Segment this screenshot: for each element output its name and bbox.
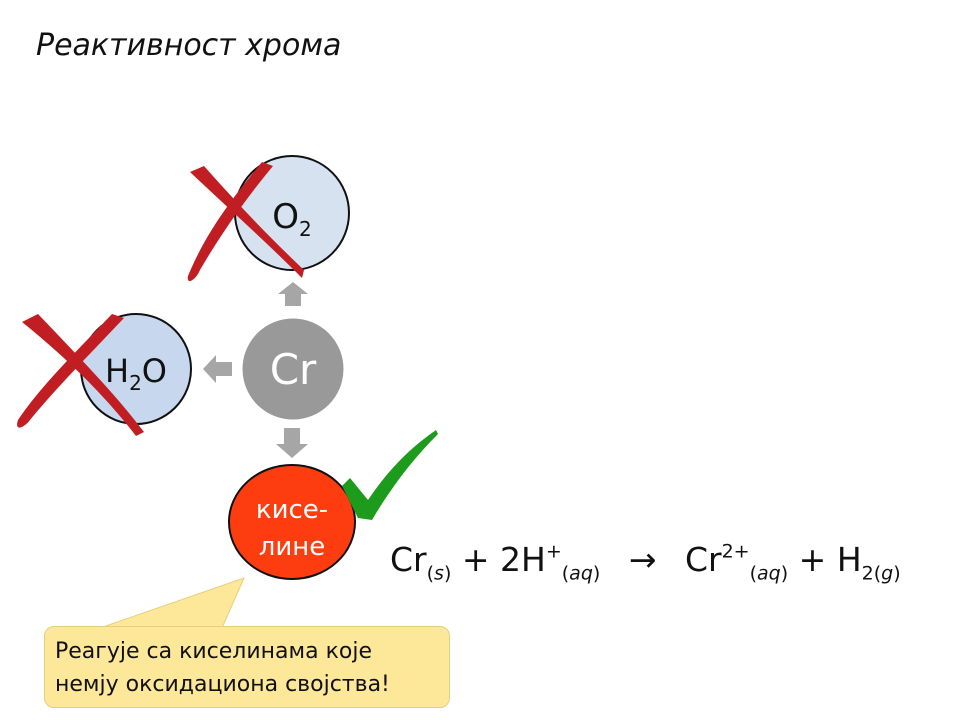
eq-h-charge: + — [545, 540, 562, 563]
eq-product-h: H — [836, 540, 862, 579]
oxygen-node: O2 — [234, 155, 350, 271]
arrow-left — [203, 355, 232, 383]
chromium-node: Cr — [239, 315, 347, 423]
arrow-up — [278, 282, 308, 306]
acids-circle — [228, 464, 356, 580]
eq-reactant-cr: Cr — [390, 540, 427, 579]
eq-reactant-h: 2H — [500, 540, 546, 579]
oxygen-label: O2 — [272, 197, 312, 241]
eq-plus-2: + — [798, 540, 827, 579]
chromium-circle — [239, 315, 347, 423]
chromium-label: Cr — [270, 345, 317, 394]
eq-state-aq-2: aq — [757, 562, 781, 585]
callout-pointer — [99, 577, 245, 629]
eq-state-g: g — [881, 562, 894, 585]
acids-node: кисе- лине — [228, 464, 356, 580]
callout-line2: немју оксидациона својства! — [55, 672, 390, 697]
eq-arrow: → — [628, 540, 657, 579]
water-cross-icon — [17, 314, 144, 436]
eq-product-cr: Cr — [684, 540, 722, 579]
callout-line1: Реагује са киселинама које — [55, 639, 372, 664]
eq-state-s: s — [434, 562, 444, 585]
eq-h2-sub: 2 — [861, 562, 874, 585]
water-label: H2O — [105, 352, 167, 395]
reaction-equation: Cr(s) + 2H+(aq) → Cr2+(aq) + H2(g) — [390, 540, 901, 585]
arrow-down — [276, 428, 308, 458]
eq-cr-charge: 2+ — [721, 540, 750, 563]
acids-label-line2: лине — [259, 532, 326, 562]
oxygen-cross-icon — [187, 162, 304, 282]
acids-label-line1: кисе- — [256, 495, 328, 525]
acids-check-icon — [342, 430, 438, 520]
eq-plus-1: + — [461, 540, 490, 579]
slide-title: Реактивност хрома — [36, 28, 342, 63]
eq-state-aq-1: aq — [569, 562, 593, 585]
callout-box: Реагује са киселинама које немју оксидац… — [44, 626, 450, 708]
